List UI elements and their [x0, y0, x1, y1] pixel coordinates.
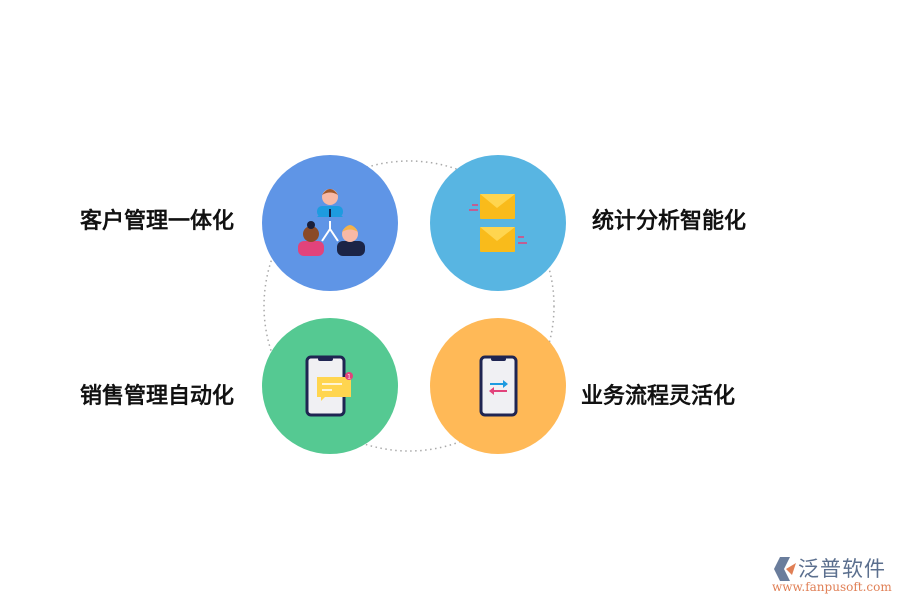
feature-label-sales: 销售管理自动化 [80, 384, 235, 409]
feature-circle-analytics [430, 155, 566, 291]
feature-label-workflow: 业务流程灵活化 [581, 384, 736, 409]
feature-circle-customer [262, 155, 398, 291]
dotted-ring [263, 160, 555, 452]
feature-label-customer: 客户管理一体化 [80, 209, 235, 234]
notification-badge: 1 [347, 374, 351, 381]
envelopes-icon [469, 194, 527, 252]
logo-icon [774, 557, 796, 581]
phone-transfer-icon [479, 355, 518, 417]
feature-label-analytics: 统计分析智能化 [592, 209, 747, 234]
feature-circle-sales: 1 [262, 318, 398, 454]
logo-url: www.fanpusoft.com [772, 580, 892, 594]
feature-circle-workflow [430, 318, 566, 454]
logo-name: 泛普软件 [798, 557, 886, 581]
phone-message-icon: 1 [305, 355, 353, 417]
team-hierarchy-icon [298, 189, 365, 256]
